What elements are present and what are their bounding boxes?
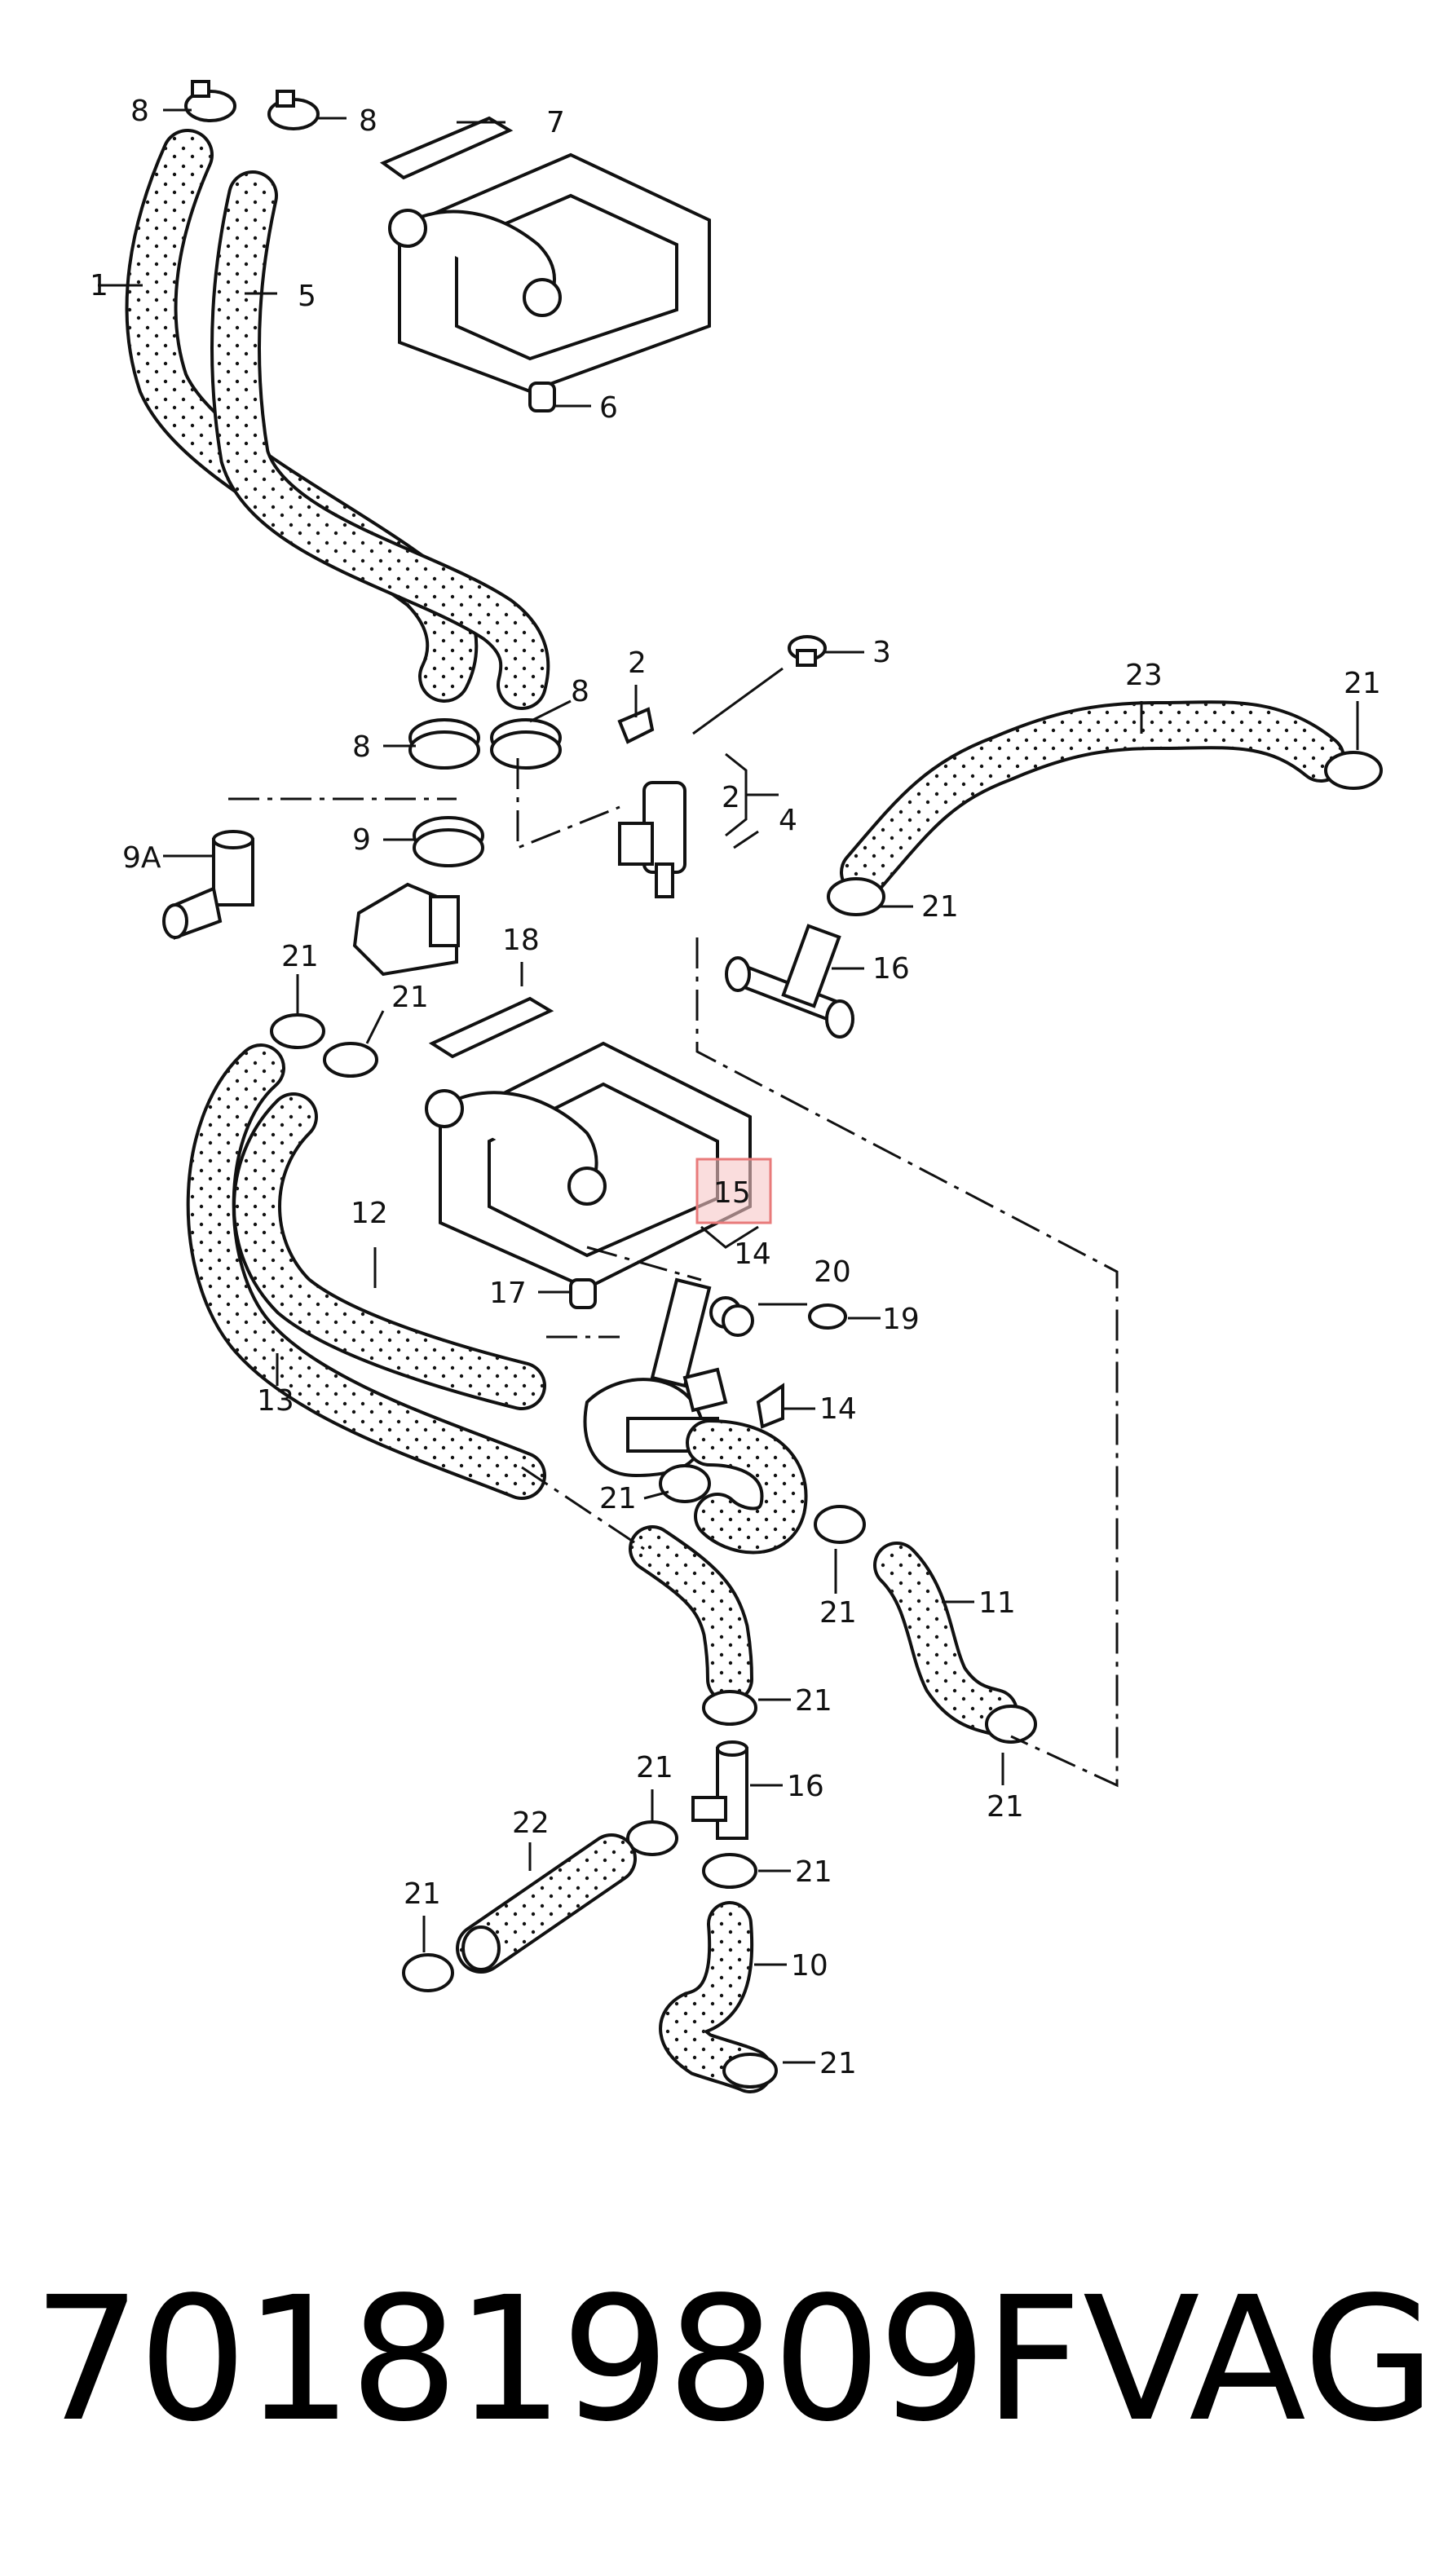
elbow-hose: [686, 1419, 808, 1555]
label-2: 2: [628, 646, 647, 680]
label-8: 8: [359, 104, 377, 138]
label-21: 21: [404, 1877, 441, 1911]
heater-box-bottom: [425, 1041, 752, 1309]
label-22: 22: [512, 1806, 550, 1840]
label-2: 2: [722, 781, 740, 814]
label-12: 12: [351, 1197, 388, 1230]
clamp-21-hose-23-right: [1324, 751, 1383, 790]
label-16: 16: [872, 952, 910, 986]
clamp-8-top-left: [184, 80, 236, 122]
label-3: 3: [872, 636, 891, 669]
label-15: 15: [713, 1176, 751, 1210]
part-number: 701819809F: [33, 2260, 1082, 2459]
cap-3: [788, 635, 827, 667]
label-9a: 9A: [122, 841, 161, 875]
label-21: 21: [1344, 667, 1381, 700]
hose-13: [186, 1043, 546, 1500]
parts-diagram: 8 8 7 1 5 6 2 3 8 8 2 4 9 9A 23 21 21 16…: [90, 80, 1383, 2093]
reference-lines: [228, 758, 1119, 1788]
t-piece-16-top: [725, 924, 854, 1039]
label-9: 9: [352, 823, 371, 857]
highlight-15: [695, 1158, 772, 1224]
clamp-8-top-right: [267, 90, 320, 130]
label-21: 21: [281, 940, 319, 973]
label-21: 21: [921, 890, 959, 924]
bracket-14: [756, 1383, 784, 1429]
label-10: 10: [791, 1949, 828, 1983]
label-14: 14: [819, 1392, 857, 1426]
clamp-21-hose-11: [985, 1705, 1037, 1744]
callout-labels: 8 8 7 1 5 6 2 3 8 8 2 4 9 9A 23 21 21 16…: [90, 95, 1381, 2080]
heater-box-top: [388, 152, 711, 412]
clamp-21-elbow: [814, 1505, 866, 1544]
label-21: 21: [819, 1596, 857, 1630]
label-16: 16: [787, 1770, 824, 1803]
label-4: 4: [779, 804, 797, 837]
label-11: 11: [978, 1586, 1016, 1620]
label-8: 8: [571, 675, 589, 708]
elbow-pipe: [352, 882, 460, 977]
label-20: 20: [814, 1255, 851, 1289]
label-8: 8: [130, 95, 149, 128]
hose-12: [232, 1092, 546, 1410]
label-17: 17: [489, 1277, 527, 1310]
label-21: 21: [819, 2047, 857, 2080]
label-21: 21: [795, 1855, 832, 1889]
clamp-21-lower-1: [702, 1690, 757, 1726]
clamp-9: [413, 816, 484, 867]
hose-22: [456, 1833, 637, 1974]
clamp-21-hose-12: [323, 1042, 378, 1078]
label-21: 21: [391, 981, 429, 1014]
label-21: 21: [599, 1482, 637, 1515]
cap-19: [808, 1303, 847, 1330]
hose-23: [840, 700, 1345, 897]
clamp-21-lower-left: [626, 1820, 678, 1856]
label-6: 6: [599, 391, 618, 425]
clamp-21-valve: [659, 1464, 711, 1503]
clamp-8-lower-left: [408, 718, 480, 770]
label-21: 21: [987, 1790, 1024, 1824]
connector-9a: [162, 830, 254, 940]
label-14: 14: [734, 1237, 771, 1271]
brand-name: VAG: [1083, 2260, 1436, 2459]
label-7: 7: [546, 106, 565, 139]
pad-18: [428, 996, 554, 1059]
label-5: 5: [298, 280, 316, 313]
leader-lines: [98, 108, 1359, 2064]
hose-11: [873, 1542, 1018, 1736]
label-23: 23: [1125, 659, 1163, 692]
label-19: 19: [882, 1303, 920, 1336]
valve-4: [617, 667, 784, 898]
clamp-21-hose-10: [722, 2053, 778, 2089]
pad-7: [379, 116, 514, 180]
label-18: 18: [502, 924, 540, 957]
clamp-21-lower-2: [702, 1853, 757, 1889]
clamp-21-hose-22: [402, 1953, 454, 1992]
hose-5: [210, 170, 550, 710]
label-21: 21: [636, 1751, 673, 1784]
t-piece-16-lower: [691, 1740, 748, 1840]
nut-20: [722, 1304, 754, 1337]
clamp-21-hose-13: [270, 1013, 325, 1049]
clamp-21-hose-23-left: [827, 877, 885, 916]
label-21: 21: [795, 1684, 832, 1718]
hose-lower-center: [629, 1525, 753, 1703]
label-8: 8: [352, 730, 371, 764]
hose-10: [659, 1901, 773, 2093]
label-1: 1: [90, 269, 108, 302]
clamp-8-lower-right: [490, 718, 562, 770]
label-13: 13: [257, 1384, 294, 1418]
